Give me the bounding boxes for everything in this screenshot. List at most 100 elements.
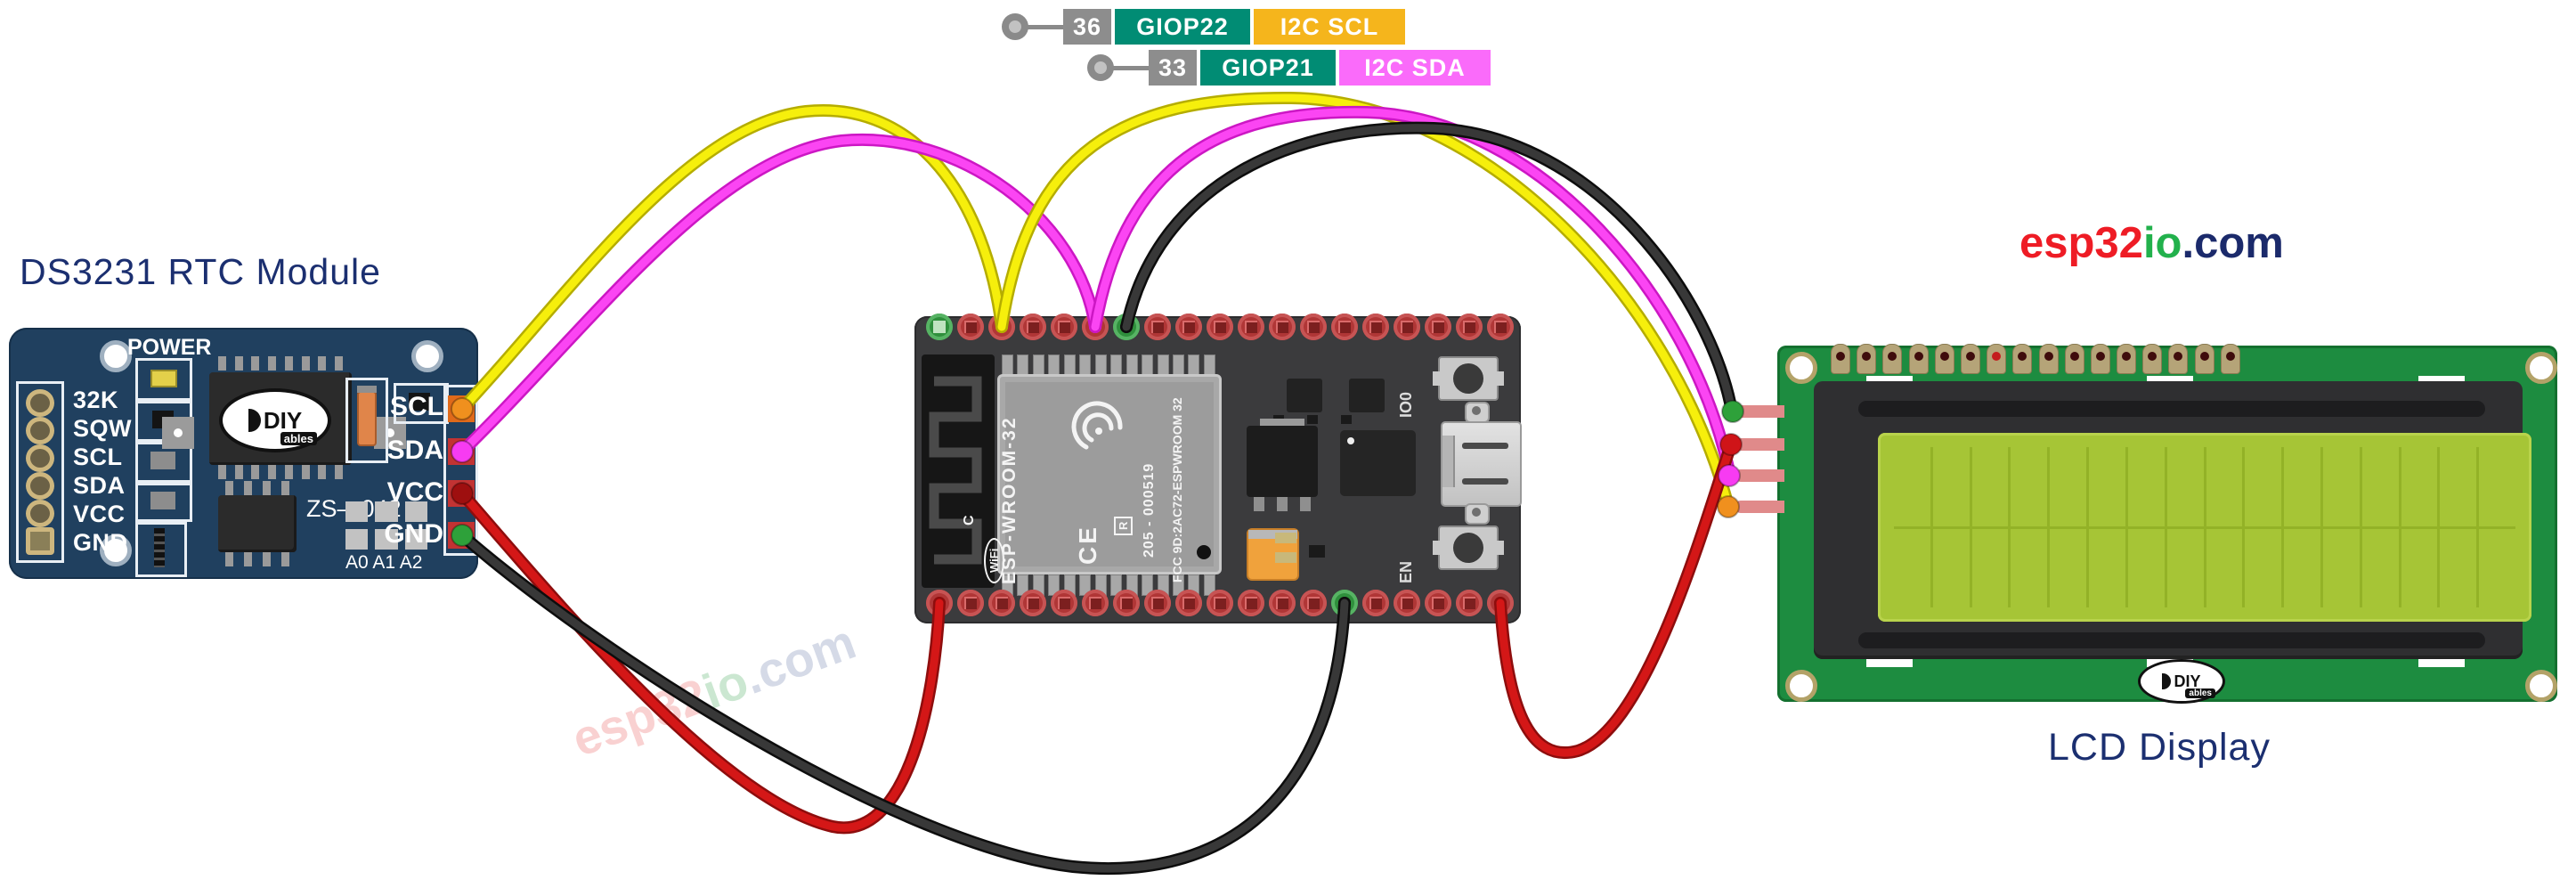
lcd-mount-hole [1785, 352, 1817, 384]
rtc-capacitor-outline [345, 378, 388, 463]
esp32-pin-magenta-term [1082, 314, 1109, 340]
esp32-pin-orange-term [988, 314, 1015, 340]
esp32io-logo: esp32io.com [2019, 218, 2284, 268]
lcd-pad [2168, 344, 2189, 374]
esp32-pin-red-term [926, 590, 953, 616]
lcd-i2c-gnd-pin [1735, 405, 1784, 418]
esp32-pin-red [957, 314, 984, 340]
esp32-pin-red-term [1487, 590, 1514, 616]
bezel-groove [1858, 401, 2485, 417]
esp32-pin-red [1362, 590, 1389, 616]
esp32-pin-red [1113, 590, 1140, 616]
lcd-pad [1934, 344, 1954, 374]
callout-line-giop22 [1026, 25, 1067, 29]
wire-lcd-vcc-edge [1494, 438, 1737, 759]
wire-rtc-vcc [458, 489, 944, 832]
rtc-mount-hole [100, 340, 132, 372]
esp32-bottom-pin-row [926, 590, 1514, 616]
callout-dot-giop21 [1087, 54, 1114, 81]
micro-usb-connector [1441, 421, 1522, 507]
rtc-eeprom-chip [218, 495, 297, 552]
rtc-component-outline [135, 483, 192, 522]
callout-function-i2c-scl: I2C SCL [1254, 9, 1405, 45]
usb-slot [1462, 478, 1508, 485]
esp32-pin-red [1175, 314, 1202, 340]
lcd-pad [1987, 344, 2007, 374]
io0-button-label: IO0 [1397, 391, 1415, 418]
esp32-smd [1307, 415, 1318, 424]
lcd-pad [1908, 344, 1929, 374]
rtc-solder-pad [162, 417, 194, 449]
lcd-pad [1857, 344, 1877, 374]
esp32-smd [1275, 533, 1296, 543]
io0-button[interactable] [1433, 356, 1504, 401]
lcd-pad [1882, 344, 1903, 374]
usb-slot [1462, 443, 1508, 449]
wifi-logo: WiFi [984, 537, 1004, 583]
en-button-label: EN [1397, 560, 1415, 583]
esp32-pin-red [988, 590, 1015, 616]
lcd-pad [2012, 344, 2033, 374]
rtc-battery-clip-outline [135, 522, 187, 577]
diyables-logo-subtext: ables [280, 432, 317, 445]
en-button[interactable] [1433, 525, 1504, 570]
esp32-voltage-regulator [1247, 426, 1318, 497]
lcd-character-grid [1894, 447, 2515, 607]
esp32-c-label: C [962, 515, 977, 525]
callout-pin-number-36: 36 [1063, 9, 1111, 45]
esp32-pin-red [1456, 314, 1483, 340]
rtc-capacitor [357, 391, 377, 446]
callout-function-i2c-sda: I2C SDA [1339, 50, 1491, 86]
esp32-pin-red [1207, 590, 1233, 616]
lcd-i2c-vcc-pin [1735, 438, 1784, 451]
bezel-tab [1866, 376, 1913, 384]
esp32-serial-number: 205 - 000519 [1142, 462, 1157, 558]
lcd-screen [1878, 433, 2531, 622]
esp32-pin-red [1144, 590, 1171, 616]
lcd-pad [1831, 344, 1850, 374]
esp32-pin-red [1331, 314, 1358, 340]
en-button-dome [1453, 533, 1483, 563]
esp32-pin-green-term [1113, 314, 1140, 340]
rtc-mount-hole [100, 534, 132, 566]
esp32-pin-red [1238, 314, 1264, 340]
rtc-eeprom-pins [225, 552, 289, 566]
esp32-pin-red [1456, 590, 1483, 616]
button-tab [1433, 371, 1440, 386]
rtc-right-pin-scl: SCL [390, 392, 443, 421]
watermark-part1: esp32 [565, 667, 715, 768]
esp32-pin-red [1425, 314, 1451, 340]
rtc-pin-label-sda: SDA [73, 472, 126, 499]
esp32-regulator-tab [1260, 419, 1304, 426]
esp32io-logo-part1: esp32 [2019, 219, 2143, 267]
rtc-capacitor-top [357, 386, 377, 393]
callout-gpio-giop22: GIOP22 [1115, 9, 1250, 45]
usb-screw-ear [1465, 402, 1490, 423]
esp32io-logo-part2: io [2142, 219, 2182, 267]
lcd-caption: LCD Display [2048, 726, 2271, 769]
rtc-power-label: POWER [127, 335, 212, 360]
lcd-pad [2117, 344, 2137, 374]
bezel-tab [2418, 376, 2465, 384]
esp32-transistor [1349, 379, 1385, 412]
rtc-component-outline [394, 383, 449, 424]
esp32-pin-red [1362, 314, 1389, 340]
rtc-resistor [150, 492, 175, 509]
esp32-pin-red [1269, 314, 1296, 340]
esp32-pin-green [926, 314, 953, 340]
diyables-logo-text: DIY [263, 406, 303, 434]
rtc-left-pin-header [16, 381, 64, 563]
rtc-sda-pad [448, 438, 475, 465]
esp32-regulator-leg [1300, 497, 1311, 511]
esp32-pin-red [1051, 590, 1077, 616]
esp32-pin-red [1207, 314, 1233, 340]
esp32-smd [1309, 545, 1325, 558]
wire-rtc-vcc-edge [456, 487, 946, 835]
esp32-pin-red [1300, 590, 1327, 616]
chip-pin1-dot [1347, 437, 1354, 444]
esp32-pin-red [1269, 590, 1296, 616]
esp32-usb-uart-chip [1340, 430, 1416, 496]
io0-button-dome [1453, 363, 1483, 394]
esp32-pin-red [1175, 590, 1202, 616]
